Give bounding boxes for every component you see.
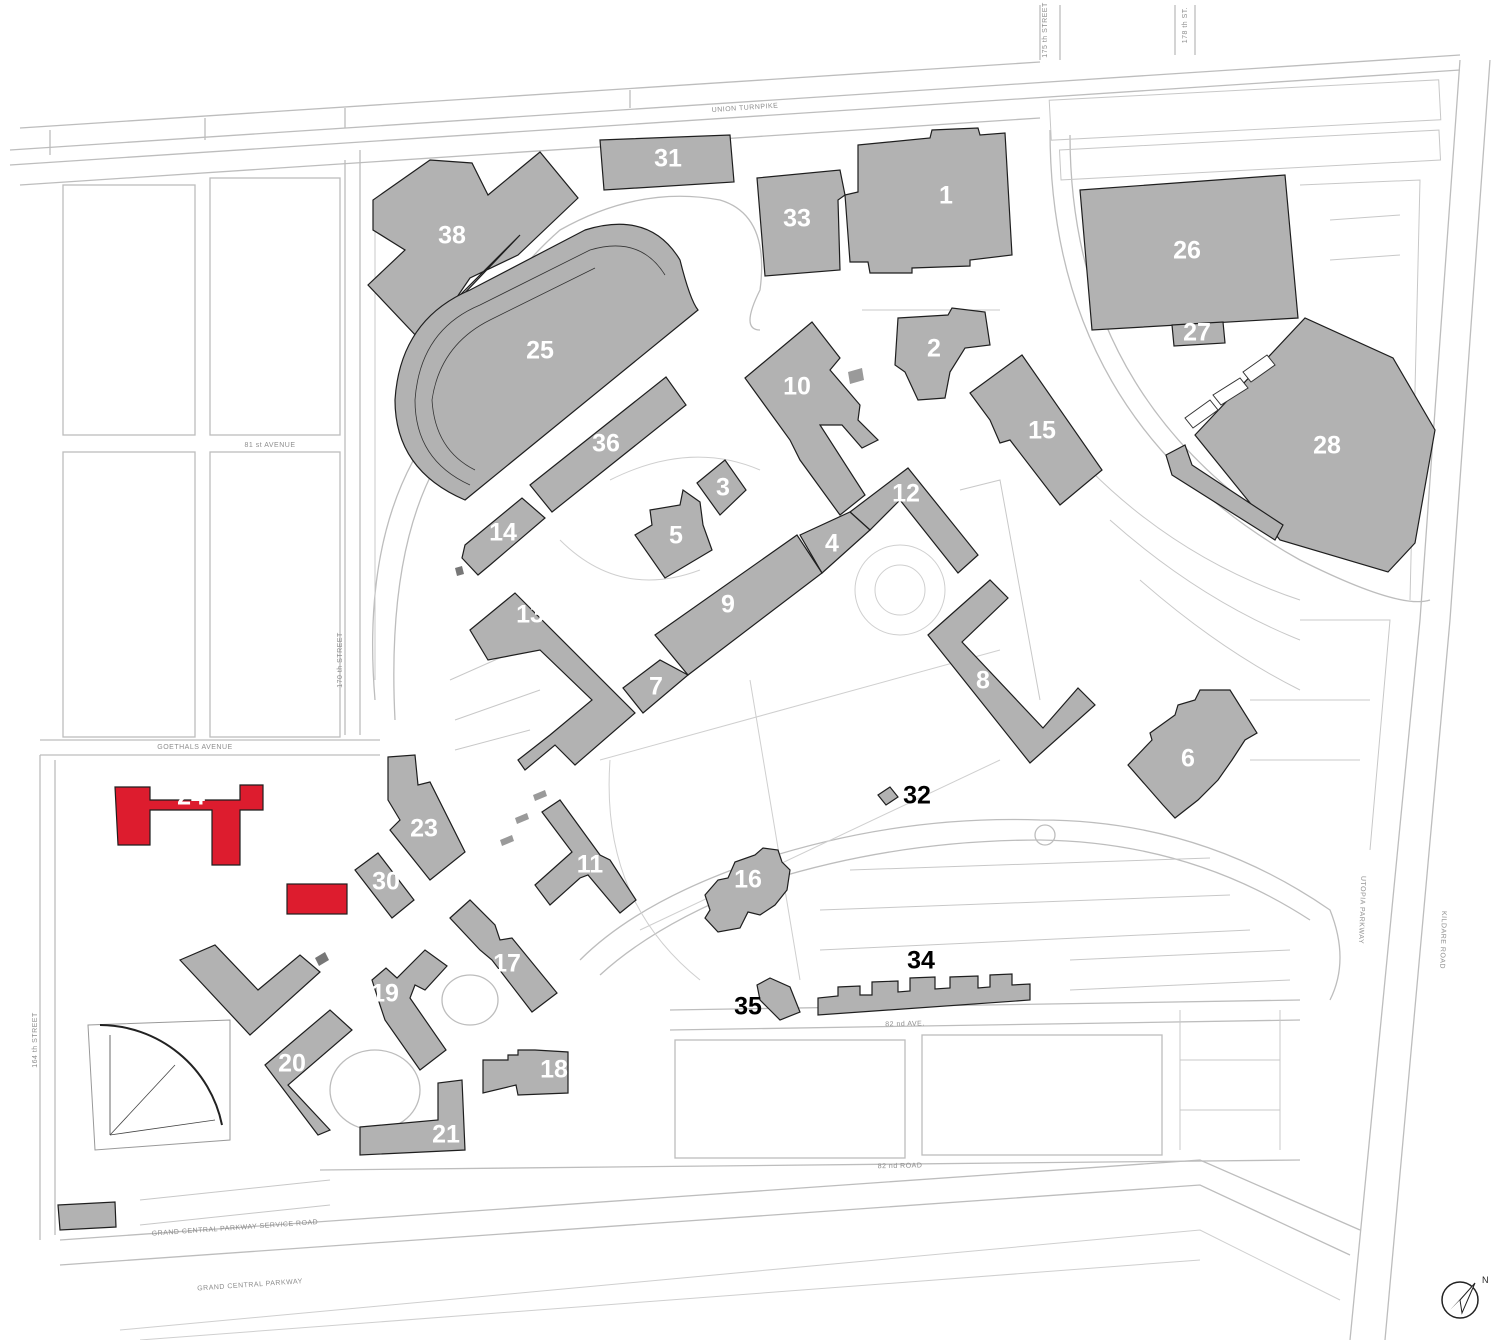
- building-unlabeled[interactable]: [57, 1201, 117, 1231]
- svg-text:36: 36: [592, 430, 620, 458]
- svg-text:7: 7: [649, 673, 663, 701]
- svg-text:19: 19: [371, 980, 399, 1008]
- building-27[interactable]: 27: [1171, 319, 1226, 347]
- building-19[interactable]: 19: [371, 949, 448, 1071]
- svg-text:38: 38: [438, 222, 466, 250]
- building-14[interactable]: 14: [461, 497, 546, 576]
- building-6[interactable]: 6: [1127, 689, 1258, 819]
- building-2[interactable]: 2: [894, 307, 991, 401]
- svg-text:2: 2: [927, 335, 941, 363]
- svg-text:33: 33: [783, 205, 811, 233]
- street-label-164: 164 th STREET: [32, 1012, 39, 1068]
- svg-text:3: 3: [716, 474, 730, 502]
- street-label-gcp: GRAND CENTRAL PARKWAY: [197, 1278, 303, 1292]
- building-7[interactable]: 7: [622, 659, 690, 714]
- svg-text:25: 25: [526, 337, 554, 365]
- building-18[interactable]: 18: [482, 1049, 569, 1096]
- svg-text:23: 23: [410, 815, 438, 843]
- dugouts: [1165, 354, 1284, 541]
- svg-text:15: 15: [1028, 417, 1056, 445]
- svg-text:9: 9: [721, 591, 735, 619]
- softball-field: [87, 1019, 231, 1151]
- svg-text:34: 34: [907, 947, 935, 975]
- north-arrow-icon: N: [1441, 1275, 1489, 1319]
- building-26[interactable]: 26: [1079, 174, 1299, 331]
- building-1[interactable]: 1: [844, 127, 1013, 274]
- street-label-union-turnpike: UNION TURNPIKE: [711, 103, 778, 115]
- svg-text:20: 20: [278, 1050, 306, 1078]
- building-3[interactable]: 3: [696, 459, 747, 516]
- building-17[interactable]: 17: [449, 899, 558, 1013]
- street-label-utopia: UTOPIA PARKWAY: [1357, 876, 1366, 944]
- svg-text:5: 5: [669, 522, 683, 550]
- building-33[interactable]: 33: [756, 169, 846, 277]
- svg-text:1: 1: [939, 182, 953, 210]
- svg-text:6: 6: [1181, 745, 1195, 773]
- street-label-170: 170 th STREET: [337, 632, 344, 688]
- svg-text:21: 21: [432, 1121, 460, 1149]
- building-5[interactable]: 5: [634, 488, 713, 579]
- building-28[interactable]: 28: [1194, 317, 1436, 573]
- building-36[interactable]: 36: [529, 376, 687, 513]
- svg-text:8: 8: [976, 667, 990, 695]
- building-21[interactable]: 21: [359, 1079, 466, 1156]
- svg-text:27: 27: [1183, 319, 1211, 347]
- building-16[interactable]: 16: [704, 847, 791, 933]
- street-label-kildare: KILDARE ROAD: [1438, 911, 1447, 969]
- svg-text:13: 13: [516, 601, 544, 629]
- svg-text:32: 32: [903, 782, 931, 810]
- building-34[interactable]: 34: [817, 947, 1031, 1016]
- svg-text:35: 35: [734, 993, 762, 1021]
- svg-text:26: 26: [1173, 237, 1201, 265]
- building-24[interactable]: 24: [114, 783, 264, 866]
- building-25[interactable]: 25: [394, 223, 699, 501]
- building-30[interactable]: 30: [354, 852, 415, 919]
- street-label-goethals: GOETHALS AVENUE: [157, 744, 232, 751]
- svg-text:11: 11: [577, 851, 604, 879]
- building-8[interactable]: 8: [927, 579, 1096, 764]
- svg-text:4: 4: [825, 530, 839, 558]
- building-32[interactable]: 32: [877, 782, 931, 810]
- building-35[interactable]: 35: [734, 977, 801, 1021]
- svg-text:14: 14: [489, 519, 517, 547]
- building-10[interactable]: 10: [744, 321, 880, 516]
- street-label-81-ave: 81 st AVENUE: [244, 442, 295, 449]
- svg-text:28: 28: [1313, 432, 1341, 460]
- svg-text:17: 17: [493, 950, 521, 978]
- street-label-gcp-service: GRAND CENTRAL PARKWAY SERVICE ROAD: [152, 1219, 319, 1238]
- svg-text:31: 31: [654, 145, 682, 173]
- svg-text:10: 10: [783, 373, 811, 401]
- street-label-178: 178 th ST.: [1182, 7, 1189, 44]
- parking-lots: [139, 79, 1442, 1226]
- svg-text:12: 12: [892, 480, 920, 508]
- building-4[interactable]: 4: [799, 511, 871, 574]
- building-11[interactable]: 11: [534, 799, 637, 914]
- street-label-82-ave: 82 nd AVE.: [885, 1020, 925, 1028]
- svg-text:N: N: [1482, 1275, 1489, 1285]
- connector-markers: [315, 368, 864, 966]
- building-31[interactable]: 31: [599, 134, 735, 191]
- building-20[interactable]: 20: [178, 944, 353, 1136]
- svg-text:18: 18: [540, 1056, 568, 1084]
- building-15[interactable]: 15: [969, 354, 1103, 506]
- svg-text:24: 24: [177, 783, 205, 811]
- svg-text:16: 16: [734, 866, 762, 894]
- buildings: 38 25 31 33 1 26: [57, 127, 1436, 1231]
- building-23[interactable]: 23: [387, 754, 466, 881]
- building-9[interactable]: 9: [654, 534, 823, 676]
- highlighted-annex[interactable]: [286, 883, 348, 915]
- street-label-175: 175 th STREET: [1042, 2, 1049, 58]
- svg-text:30: 30: [372, 868, 400, 896]
- building-13[interactable]: 13: [469, 592, 636, 771]
- street-label-82-road: 82 nd ROAD: [878, 1162, 923, 1170]
